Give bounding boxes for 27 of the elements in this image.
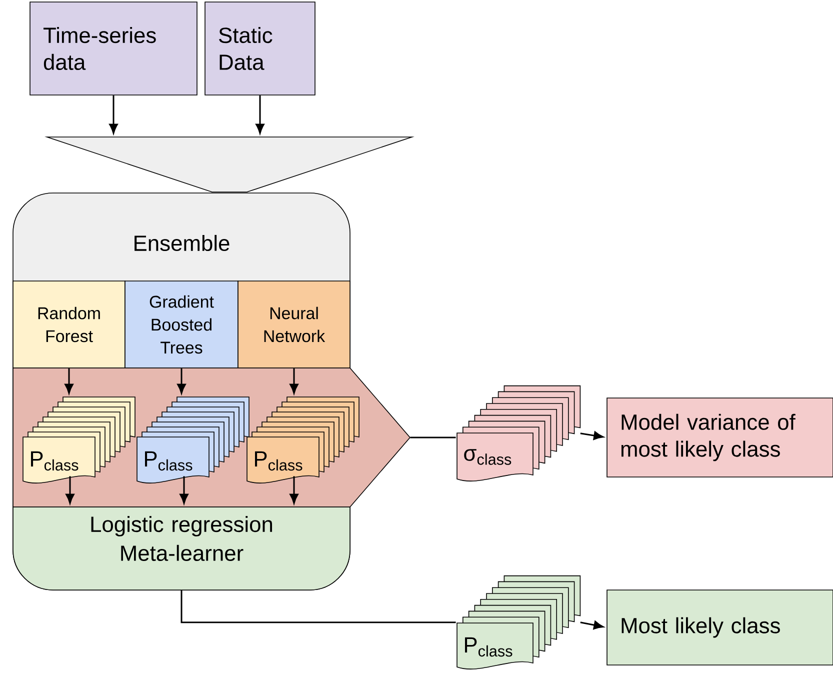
model-box: Random Forest <box>12 280 126 368</box>
arrow <box>580 431 604 440</box>
node-label: P$_{class}$ <box>255 451 302 471</box>
arrow <box>177 368 186 394</box>
document-stack: P$_{class}$ <box>456 575 581 670</box>
input-box: Static Data <box>204 2 316 96</box>
node-label: P$_{class}$ <box>145 451 192 471</box>
document-stack: σ$_{class}$ <box>456 385 581 482</box>
arrow <box>256 95 264 134</box>
meta-learner-box: Logistic regression Meta-learner <box>12 506 350 590</box>
arrow <box>580 620 604 630</box>
model-box: Neural Network <box>238 280 350 368</box>
document-stack: P$_{class}$ <box>136 396 250 484</box>
output-box: Model variance of most likely class <box>606 398 833 478</box>
arrow <box>290 368 298 394</box>
arrow <box>64 368 74 394</box>
node-label: P$_{class}$ <box>465 637 512 657</box>
document-stack: P$_{class}$ <box>246 396 360 484</box>
arrow <box>66 476 74 504</box>
input-box: Time-series data <box>30 2 198 96</box>
document-stack: P$_{class}$ <box>22 396 136 484</box>
output-box: Most likely class <box>606 590 833 666</box>
model-box: Gradient Boosted Trees <box>124 280 238 368</box>
arrow <box>290 476 298 504</box>
arrow <box>180 476 188 504</box>
node-label: σ$_{class}$ <box>464 449 512 465</box>
arrow <box>109 95 118 134</box>
